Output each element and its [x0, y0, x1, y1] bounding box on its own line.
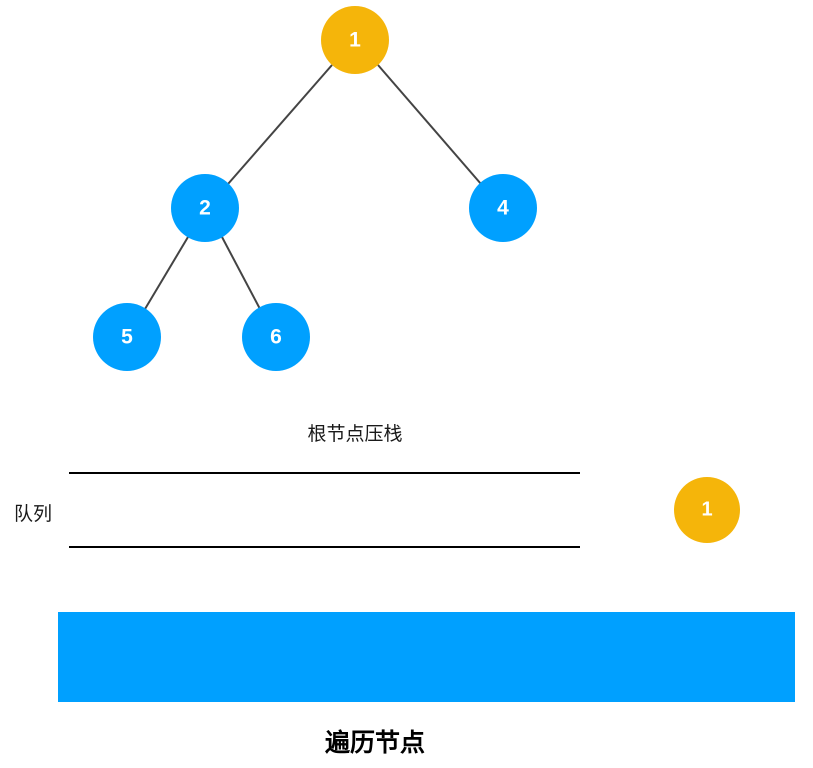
tree-node-2-label: 2 [199, 196, 211, 219]
tree-node-6[interactable]: 6 [242, 303, 310, 371]
tree-edge-1-2 [227, 64, 333, 185]
tree-node-1[interactable]: 1 [321, 6, 389, 74]
tree-node-4-label: 4 [497, 196, 509, 219]
binary-tree: 1 2 4 5 6 [93, 6, 537, 371]
tree-node-6-label: 6 [270, 325, 282, 348]
queue-item-1-label: 1 [701, 498, 713, 521]
queue-side-label: 队列 [14, 504, 53, 525]
tree-node-2[interactable]: 2 [171, 174, 239, 242]
tree-edges [144, 64, 482, 310]
tree-edge-1-4 [377, 64, 482, 185]
queue-caption: 根节点压栈 [307, 424, 403, 445]
tree-node-5[interactable]: 5 [93, 303, 161, 371]
tree-edge-2-5 [144, 236, 189, 310]
tree-edge-2-6 [221, 236, 261, 310]
tree-node-1-label: 1 [349, 28, 361, 51]
queue-rail-bottom [69, 546, 580, 548]
queue-item-1[interactable]: 1 [674, 477, 740, 543]
traverse-caption: 遍历节点 [324, 729, 425, 757]
tree-node-4[interactable]: 4 [469, 174, 537, 242]
tree-node-5-label: 5 [121, 325, 133, 348]
queue-rail-top [69, 472, 580, 474]
traverse-progress-bar [58, 612, 795, 702]
